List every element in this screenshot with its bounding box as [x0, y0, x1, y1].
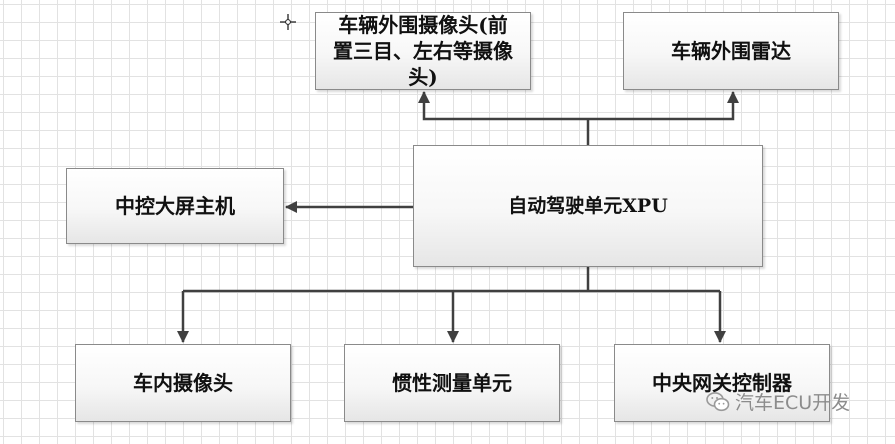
node-xpu[interactable]: 自动驾驶单元XPU — [413, 145, 763, 267]
node-infotainment-host-label: 中控大屏主机 — [115, 194, 235, 218]
node-external-radar[interactable]: 车辆外围雷达 — [623, 12, 839, 90]
node-imu-label: 惯性测量单元 — [392, 371, 512, 395]
crosshair-cursor-icon — [280, 14, 296, 30]
connector-xpu-to-external-radar — [588, 91, 739, 121]
node-infotainment-host[interactable]: 中控大屏主机 — [66, 168, 284, 244]
node-external-cameras-line-3: 头) — [408, 65, 438, 89]
watermark: 汽车ECU开发 — [706, 388, 850, 415]
node-imu[interactable]: 惯性测量单元 — [344, 344, 560, 422]
node-xpu-label: 自动驾驶单元XPU — [508, 194, 668, 217]
node-external-cameras-line-1: 车辆外围摄像头(前 — [338, 13, 508, 37]
node-external-cameras-line-2: 置三目、左右等摄像 — [333, 39, 513, 63]
node-external-radar-label: 车辆外围雷达 — [671, 39, 791, 63]
node-cabin-camera-label: 车内摄像头 — [133, 371, 233, 395]
node-central-gateway-label: 中央网关控制器 — [652, 371, 792, 395]
connector-xpu-to-external-cameras — [418, 91, 588, 121]
wechat-icon — [706, 391, 730, 411]
node-external-cameras[interactable]: 车辆外围摄像头(前 置三目、左右等摄像 头) — [315, 12, 531, 90]
watermark-text: 汽车ECU开发 — [735, 392, 851, 414]
node-cabin-camera[interactable]: 车内摄像头 — [75, 344, 291, 422]
